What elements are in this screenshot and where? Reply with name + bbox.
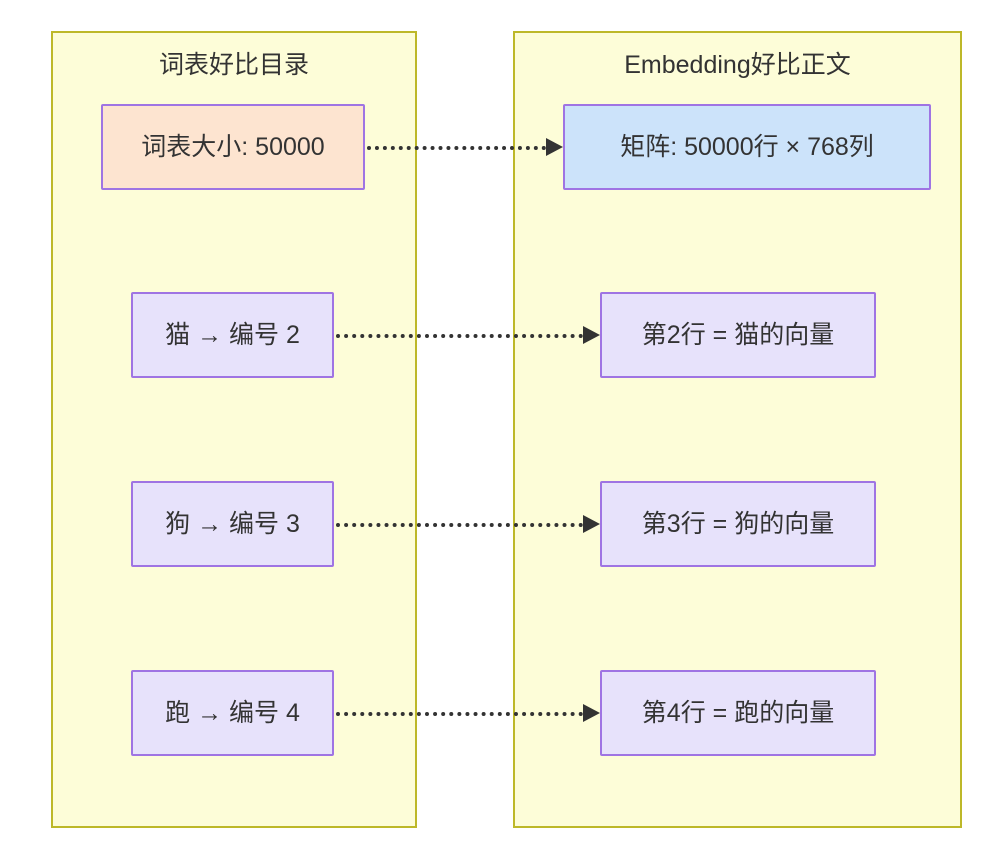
node-dog-id[interactable]: 狗 → 编号 3 — [131, 481, 334, 567]
node-run-id[interactable]: 跑 → 编号 4 — [131, 670, 334, 756]
node-embedding-matrix[interactable]: 矩阵: 50000行 × 768列 — [563, 104, 931, 190]
node-cat-id[interactable]: 猫 → 编号 2 — [131, 292, 334, 378]
node-run-vector[interactable]: 第4行 = 跑的向量 — [600, 670, 876, 756]
node-cat-vector[interactable]: 第2行 = 猫的向量 — [600, 292, 876, 378]
group-vocabulary-title: 词表好比目录 — [158, 51, 309, 79]
group-embedding-title: Embedding好比正文 — [624, 51, 851, 79]
node-vocab-size[interactable]: 词表大小: 50000 — [101, 104, 365, 190]
node-dog-vector[interactable]: 第3行 = 狗的向量 — [600, 481, 876, 567]
